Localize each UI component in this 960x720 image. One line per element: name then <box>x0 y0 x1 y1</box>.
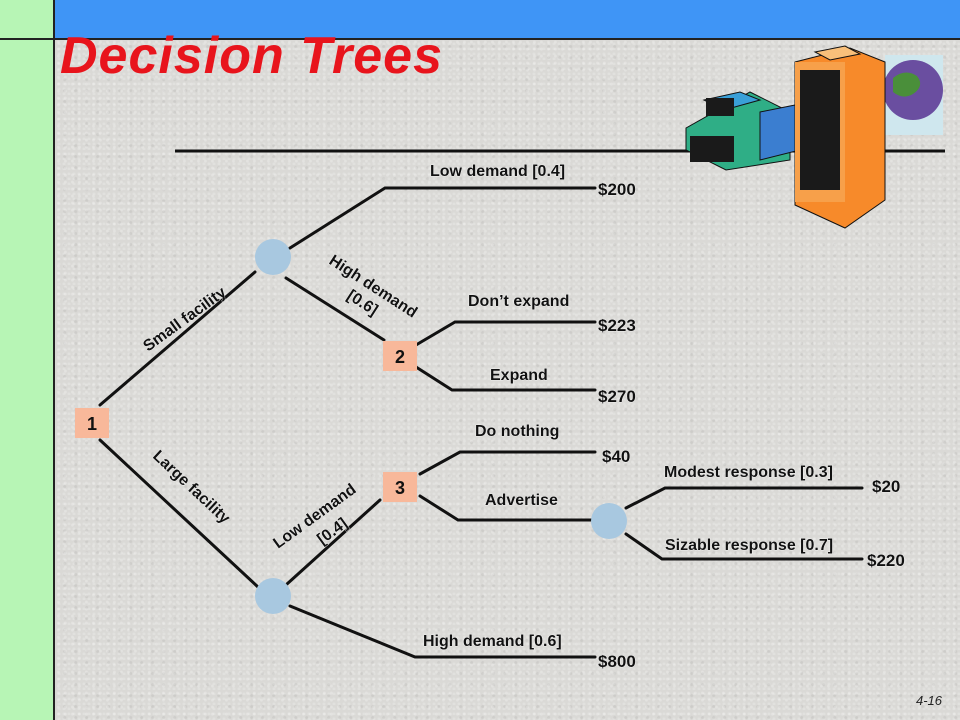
low-building-top-windows <box>706 98 734 116</box>
decision-node-3-box <box>383 472 417 502</box>
label-low-demand-large-line1: Low demand <box>270 481 359 552</box>
decision-node-1-label: 1 <box>87 414 97 434</box>
label-advertise: Advertise <box>485 492 558 509</box>
slide-number: 4-16 <box>915 693 942 708</box>
slide-title: Decision Trees <box>60 27 444 85</box>
label-low-demand-small: Low demand [0.4] <box>430 163 565 180</box>
corner-box <box>0 0 55 40</box>
branch-high-demand-large <box>288 604 597 659</box>
decision-node-1-box <box>75 408 109 438</box>
chance-node-small <box>255 239 291 275</box>
label-sizable-response: Sizable response [0.7] <box>665 537 833 554</box>
branch-large-facility <box>98 438 260 589</box>
low-building-windows <box>690 136 734 162</box>
building-illustration <box>685 45 943 229</box>
branch-do-nothing <box>418 450 597 476</box>
decision-node-2-label: 2 <box>395 347 405 367</box>
payoff-large-high: $800 <box>598 652 636 671</box>
tower-windows <box>800 70 840 190</box>
branch-sizable-response <box>624 532 864 561</box>
decision-node-2: 2 <box>383 341 417 371</box>
branch-advertise <box>418 494 594 522</box>
decision-node-1: 1 <box>75 408 109 438</box>
branch-small-facility <box>98 270 257 407</box>
label-large-facility: Large facility <box>149 447 233 527</box>
label-do-nothing: Do nothing <box>475 423 559 440</box>
payoff-small-low: $200 <box>598 180 636 199</box>
payoff-do-nothing: $40 <box>602 447 630 466</box>
branch-high-demand-small <box>284 276 386 342</box>
left-sidebar-bar <box>0 0 55 720</box>
label-expand: Expand <box>490 367 548 384</box>
payoff-sizable: $220 <box>867 551 905 570</box>
low-building-side <box>759 103 801 161</box>
payoff-dont-expand: $223 <box>598 316 636 335</box>
payoff-expand: $270 <box>598 387 636 406</box>
tower-roof <box>813 45 862 61</box>
label-high-demand-large: High demand [0.6] <box>423 633 562 650</box>
decision-node-2-box <box>383 341 417 371</box>
globe-land <box>893 72 921 97</box>
tree-branches <box>98 186 864 659</box>
label-modest-response: Modest response [0.3] <box>664 464 833 481</box>
branch-expand <box>414 365 597 392</box>
decision-node-3: 3 <box>383 472 417 502</box>
label-small-facility: Small facility <box>140 284 229 355</box>
label-dont-expand: Don’t expand <box>468 293 569 310</box>
chance-node-advertise <box>591 503 627 539</box>
branch-modest-response <box>624 486 864 510</box>
chance-node-large <box>255 578 291 614</box>
branch-low-demand-large <box>285 498 382 586</box>
branch-dont-expand <box>414 320 597 347</box>
top-header-bar <box>55 0 960 40</box>
decision-node-3-label: 3 <box>395 478 405 498</box>
payoff-modest: $20 <box>872 477 900 496</box>
branch-low-demand-small <box>288 186 597 250</box>
